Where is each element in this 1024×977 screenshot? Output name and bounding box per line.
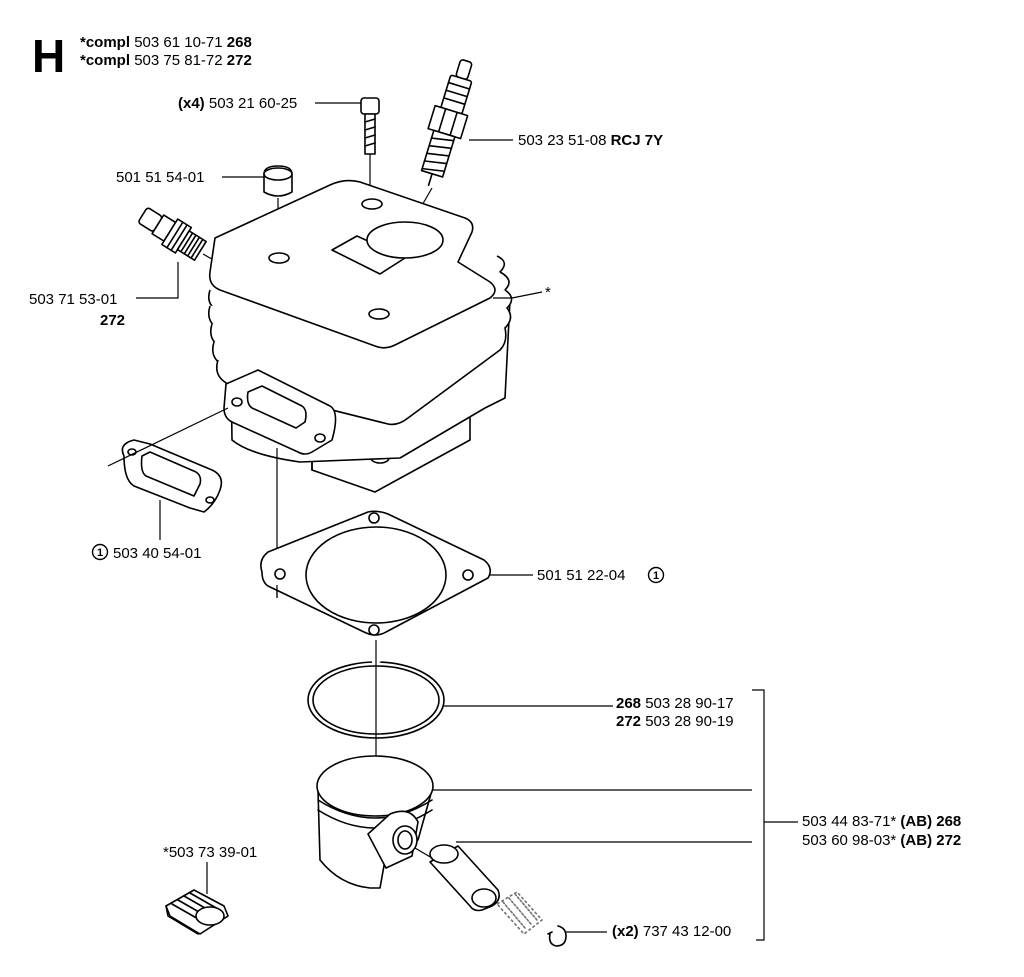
exhaust-gasket-callout: 1 503 40 54-01 [91, 543, 201, 562]
base-gasket-part[interactable] [260, 510, 492, 636]
piston-kit-bracket [752, 689, 765, 941]
base-gasket-callout: 501 51 22-04 1 [537, 566, 665, 584]
decompression-valve-callout: 503 71 53-01 [29, 291, 117, 308]
piston-pin-axis-line [414, 847, 433, 859]
cylinder-part[interactable] [207, 179, 513, 493]
screw-part[interactable] [360, 97, 380, 155]
decompression-valve-part[interactable] [135, 202, 209, 263]
decompression-valve-leader [136, 262, 179, 299]
cylinder-callout: * [545, 284, 551, 301]
exhaust-gasket-axis-line [107, 407, 229, 467]
exhaust-gasket-part[interactable] [121, 439, 223, 513]
header-line-1: *compl 503 61 10-71 268 [80, 34, 252, 51]
decompression-valve-model: 272 [100, 312, 125, 329]
plug-cap-part[interactable] [263, 165, 293, 197]
header-line-2: *compl 503 75 81-72 272 [80, 52, 252, 69]
piston-ring-callout-2: 272 503 28 90-19 [616, 713, 734, 730]
piston-ring-callout-1: 268 503 28 90-17 [616, 695, 734, 712]
plug-cap-callout: 501 51 54-01 [116, 169, 204, 186]
piston-kit-callout-1: 503 44 83-71* (AB) 268 [802, 813, 961, 830]
spark-plug-part[interactable] [412, 56, 483, 190]
screw-callout: (x4) 503 21 60-25 [178, 95, 297, 112]
section-letter: H [32, 30, 65, 82]
spark-plug-callout: 503 23 51-08 RCJ 7Y [518, 132, 663, 149]
circlip-part[interactable] [547, 925, 567, 947]
piston-pin-part[interactable] [429, 844, 500, 912]
cylinder-leader [493, 291, 543, 299]
needle-bearing-part[interactable] [165, 889, 229, 935]
needle-bearing-callout: *503 73 39-01 [163, 844, 257, 861]
svg-text:1: 1 [653, 570, 659, 582]
piston-part[interactable] [316, 755, 434, 889]
svg-text:1: 1 [97, 547, 103, 559]
pin-bearing-part[interactable] [496, 891, 543, 935]
svg-text:501 51 22-04: 501 51 22-04 [537, 567, 625, 584]
circlip-callout: (x2) 737 43 12-00 [612, 923, 731, 940]
piston-kit-callout-2: 503 60 98-03* (AB) 272 [802, 832, 961, 849]
svg-text:503 40 54-01: 503 40 54-01 [113, 545, 201, 562]
